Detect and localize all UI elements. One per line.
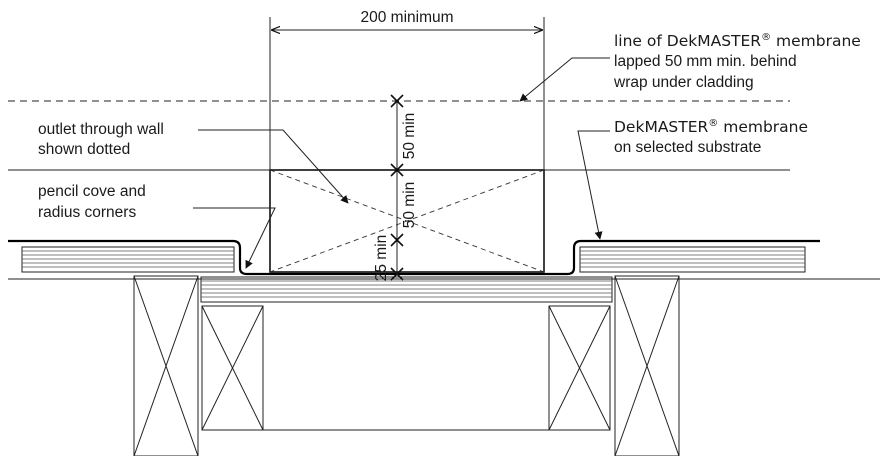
- right-outer-stud: [614, 275, 680, 456]
- dim-width-label: 200 minimum: [360, 9, 453, 26]
- svg-text:on selected substrate: on selected substrate: [614, 139, 761, 156]
- svg-text:DekMASTER® membrane: DekMASTER® membrane: [614, 118, 808, 136]
- label-membrane-lap: line of DekMASTER® membrane lapped 50 mm…: [613, 32, 861, 91]
- svg-text:lapped 50 mm min. behind: lapped 50 mm min. behind: [614, 53, 797, 70]
- outlet-diagonal-b: [269, 169, 545, 273]
- leader-membrane-substrate: [577, 130, 610, 240]
- leader-outlet: [198, 129, 349, 204]
- leader-pencil-cove: [193, 207, 276, 269]
- svg-text:shown dotted: shown dotted: [38, 141, 130, 158]
- centre-substrate-board: [200, 276, 613, 303]
- right-deck-board: [579, 246, 806, 273]
- dim-50-upper-label: 50 min: [401, 113, 418, 160]
- svg-text:line of DekMASTER® membrane: line of DekMASTER® membrane: [614, 32, 861, 50]
- label-outlet: outlet through wall shown dotted: [38, 121, 164, 158]
- membrane-profile: [8, 239, 820, 276]
- dim-25-label: 25 min: [373, 235, 390, 282]
- dim-ticks: [390, 94, 404, 281]
- label-pencil-cove: pencil cove and radius corners: [38, 183, 146, 221]
- svg-text:wrap under cladding: wrap under cladding: [613, 74, 754, 91]
- left-deck-board: [21, 246, 235, 273]
- left-outer-stud: [133, 275, 199, 456]
- dim-50-lower-label: 50 min: [401, 182, 418, 229]
- svg-text:pencil cove and: pencil cove and: [38, 183, 146, 200]
- left-inner-stud: [201, 305, 264, 431]
- svg-text:outlet through wall: outlet through wall: [38, 121, 164, 138]
- leader-membrane-lap: [519, 57, 610, 102]
- svg-text:radius corners: radius corners: [38, 204, 136, 221]
- outlet-opening: [269, 169, 545, 273]
- label-membrane-substrate: DekMASTER® membrane on selected substrat…: [614, 118, 808, 156]
- right-inner-stud: [548, 305, 611, 431]
